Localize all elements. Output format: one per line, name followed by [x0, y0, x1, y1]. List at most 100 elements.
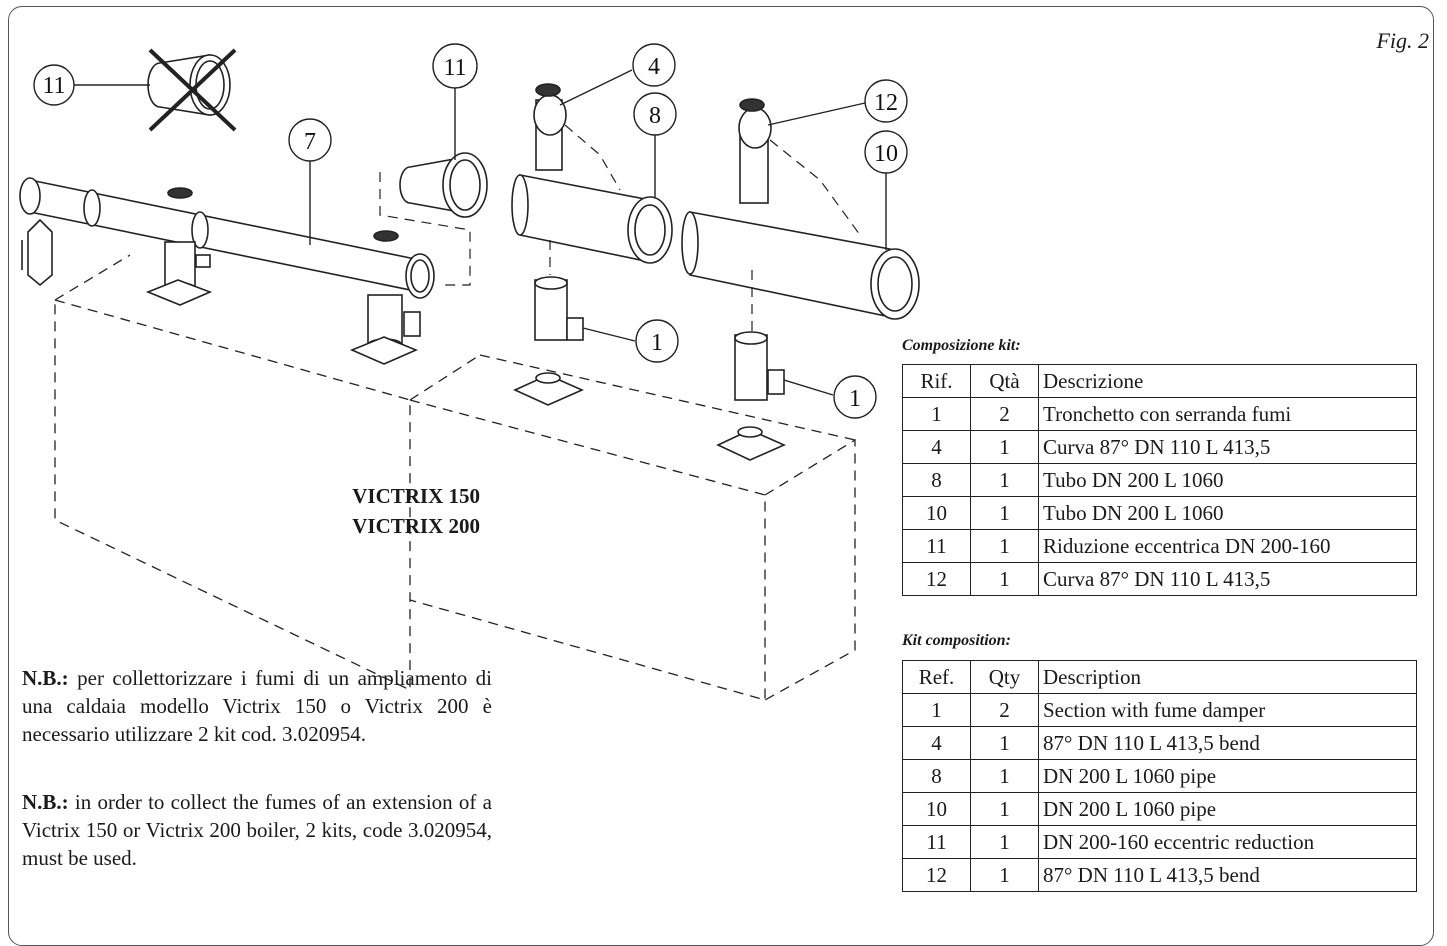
bend-4 — [533, 83, 621, 191]
table-row: 1 2 Section with fume damper — [902, 693, 1417, 727]
callout-label: 10 — [874, 141, 898, 167]
callout-11-left: 11 — [33, 64, 150, 106]
bend-12 — [738, 98, 861, 236]
table-row: 8 1 DN 200 L 1060 pipe — [902, 759, 1417, 793]
cell-description: Curva 87° DN 110 L 413,5 — [1038, 430, 1417, 464]
cell-description: Tubo DN 200 L 1060 — [1038, 463, 1417, 497]
cell-description: DN 200 L 1060 pipe — [1038, 792, 1417, 826]
cell-ref: 1 — [902, 693, 971, 727]
callout-label: 8 — [649, 103, 661, 129]
table-row: 4 1 87° DN 110 L 413,5 bend — [902, 726, 1417, 760]
callout-12: 12 — [767, 79, 908, 126]
callout-10: 10 — [864, 130, 908, 250]
pipe-10 — [681, 211, 920, 320]
cell-ref: 8 — [902, 463, 971, 497]
kit-table-english: Ref. Qty Description 1 2 Section with fu… — [902, 660, 1417, 892]
crossed-reduction — [147, 48, 237, 132]
damper-middle — [513, 276, 584, 406]
cell-ref: 12 — [902, 858, 971, 892]
cell-description: Tubo DN 200 L 1060 — [1038, 496, 1417, 530]
callout-4: 4 — [559, 43, 676, 106]
note-prefix: N.B.: — [22, 790, 69, 814]
table-row: 10 1 Tubo DN 200 L 1060 — [902, 496, 1417, 530]
cell-description: DN 200-160 eccentric reduction — [1038, 825, 1417, 859]
cell-qty: 1 — [970, 858, 1039, 892]
callout-label: 7 — [304, 129, 316, 155]
table-row: 12 1 87° DN 110 L 413,5 bend — [902, 858, 1417, 892]
cell-qty: 1 — [970, 496, 1039, 530]
cell-ref: 4 — [902, 726, 971, 760]
table-row: 11 1 DN 200-160 eccentric reduction — [902, 825, 1417, 859]
cell-qty: 1 — [970, 562, 1039, 596]
table-row: 11 1 Riduzione eccentrica DN 200-160 — [902, 529, 1417, 563]
figure-label: Fig. 2 — [1376, 28, 1429, 53]
header-ref: Ref. — [902, 660, 971, 694]
table-row: 12 1 Curva 87° DN 110 L 413,5 — [902, 562, 1417, 596]
note-italian: N.B.: per collettorizzare i fumi di un a… — [22, 664, 492, 748]
cell-qty: 1 — [970, 430, 1039, 464]
cell-description: DN 200 L 1060 pipe — [1038, 759, 1417, 793]
table-title-english: Kit composition: — [902, 632, 1011, 649]
callout-1-right: 1 — [783, 375, 877, 419]
cell-ref: 11 — [902, 825, 971, 859]
note-text: in order to collect the fumes of an exte… — [22, 790, 492, 870]
cell-qty: 2 — [970, 693, 1039, 727]
damper-left-2 — [349, 230, 421, 365]
callout-7: 7 — [288, 118, 332, 245]
table-row: 4 1 Curva 87° DN 110 L 413,5 — [902, 430, 1417, 464]
note-text: per collettorizzare i fumi di un ampliam… — [22, 666, 492, 746]
cell-qty: 1 — [970, 759, 1039, 793]
cell-qty: 1 — [970, 825, 1039, 859]
cell-description: 87° DN 110 L 413,5 bend — [1038, 726, 1417, 760]
cell-description: Riduzione eccentrica DN 200-160 — [1038, 529, 1417, 563]
cell-ref: 12 — [902, 562, 971, 596]
kit-table-italian: Rif. Qtà Descrizione 1 2 Tronchetto con … — [902, 364, 1417, 596]
table-header-row: Rif. Qtà Descrizione — [902, 364, 1417, 398]
table-row: 10 1 DN 200 L 1060 pipe — [902, 792, 1417, 826]
damper-right — [716, 331, 786, 461]
cell-ref: 11 — [902, 529, 971, 563]
pipe-8 — [511, 174, 673, 264]
model-label: VICTRIX 150 — [352, 484, 480, 508]
callout-label: 1 — [651, 330, 663, 356]
cell-qty: 2 — [970, 397, 1039, 431]
collector-pipe-7 — [19, 177, 435, 299]
model-label: VICTRIX 200 — [352, 514, 480, 538]
damper-left-1 — [145, 187, 213, 306]
callout-label: 4 — [648, 54, 660, 80]
header-qty: Qty — [970, 660, 1039, 694]
cell-description: 87° DN 110 L 413,5 bend — [1038, 858, 1417, 892]
callout-8: 8 — [633, 92, 677, 198]
reduction-11 — [379, 152, 488, 286]
cell-ref: 1 — [902, 397, 971, 431]
callout-label: 11 — [42, 73, 65, 99]
callout-1-middle: 1 — [582, 319, 679, 363]
header-qty: Qtà — [970, 364, 1039, 398]
header-ref: Rif. — [902, 364, 971, 398]
exploded-assembly-drawing: 11 11 7 4 8 12 10 — [19, 43, 920, 701]
cell-ref: 10 — [902, 792, 971, 826]
callout-11-middle: 11 — [432, 43, 478, 160]
cell-qty: 1 — [970, 529, 1039, 563]
table-row: 8 1 Tubo DN 200 L 1060 — [902, 463, 1417, 497]
cell-description: Curva 87° DN 110 L 413,5 — [1038, 562, 1417, 596]
cell-qty: 1 — [970, 463, 1039, 497]
note-english: N.B.: in order to collect the fumes of a… — [22, 788, 492, 872]
boiler-outline — [54, 254, 856, 701]
callout-label: 12 — [874, 90, 898, 116]
cell-ref: 8 — [902, 759, 971, 793]
header-description: Descrizione — [1038, 364, 1417, 398]
note-prefix: N.B.: — [22, 666, 69, 690]
cell-qty: 1 — [970, 792, 1039, 826]
cell-description: Section with fume damper — [1038, 693, 1417, 727]
table-header-row: Ref. Qty Description — [902, 660, 1417, 694]
cell-ref: 10 — [902, 496, 971, 530]
cell-description: Tronchetto con serranda fumi — [1038, 397, 1417, 431]
callout-label: 1 — [849, 386, 861, 412]
cell-qty: 1 — [970, 726, 1039, 760]
table-title-italian: Composizione kit: — [902, 337, 1021, 354]
cell-ref: 4 — [902, 430, 971, 464]
table-row: 1 2 Tronchetto con serranda fumi — [902, 397, 1417, 431]
callout-label: 11 — [443, 55, 466, 81]
header-description: Description — [1038, 660, 1417, 694]
